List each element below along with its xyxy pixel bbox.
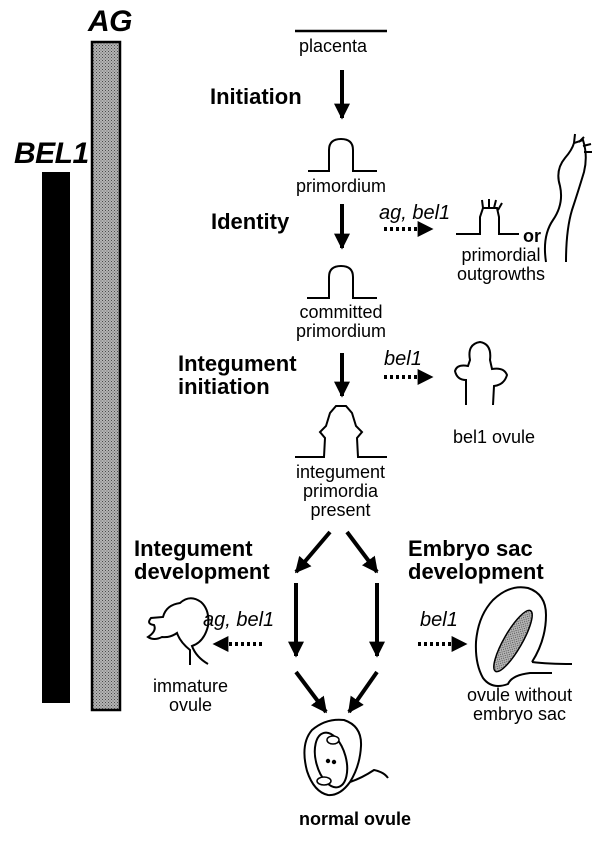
immature-ovule-shape xyxy=(146,597,210,665)
or-label: or xyxy=(523,226,541,246)
normal-ovule-shape xyxy=(303,718,389,797)
main-pathway-arrows xyxy=(288,70,385,714)
normal-ovule-label: normal ovule xyxy=(299,809,412,829)
integument-development-label: Integument development xyxy=(134,536,270,585)
ovule-without-embryo-sac-shape xyxy=(474,586,573,687)
initiation-label: Initiation xyxy=(210,84,302,109)
identity-mutant-label: ag, bel1 xyxy=(379,202,451,224)
integument-primordia-present-label: integument primordia present xyxy=(296,462,386,520)
primordial-outgrowths-label: primordial outgrowths xyxy=(457,245,546,284)
placenta-label: placenta xyxy=(299,36,368,56)
integument-primordia-shape xyxy=(295,405,387,458)
primordium-label: primordium xyxy=(296,176,387,196)
ag-expression-bar xyxy=(90,40,122,712)
ag-bar-label: AG xyxy=(88,5,133,38)
committed-primordium-shape xyxy=(307,264,377,299)
immature-ovule-label: immature ovule xyxy=(153,676,229,715)
primordial-outgrowth-shapes xyxy=(456,133,592,263)
integument-initiation-label: Integument initiation xyxy=(178,351,297,400)
integument-development-mutant-label: ag, bel1 xyxy=(203,609,275,631)
identity-label: Identity xyxy=(211,209,290,234)
embryo-sac-mutant-label: bel1 xyxy=(420,609,458,631)
embryo-sac-development-label: Embryo sac development xyxy=(408,536,544,585)
bel1-bar-label: BEL1 xyxy=(14,137,89,170)
mutant-pathway-arrows xyxy=(212,221,468,652)
bel1-expression-bar xyxy=(42,172,70,703)
committed-primordium-label: committed primordium xyxy=(296,302,387,341)
bel1-ovule-label: bel1 ovule xyxy=(453,427,536,447)
integument-initiation-mutant-label: bel1 xyxy=(384,348,422,370)
ovule-without-embryo-sac-label: ovule without embryo sac xyxy=(467,685,573,724)
bel1-ovule-shape xyxy=(453,340,509,406)
primordium-shape xyxy=(308,137,377,172)
